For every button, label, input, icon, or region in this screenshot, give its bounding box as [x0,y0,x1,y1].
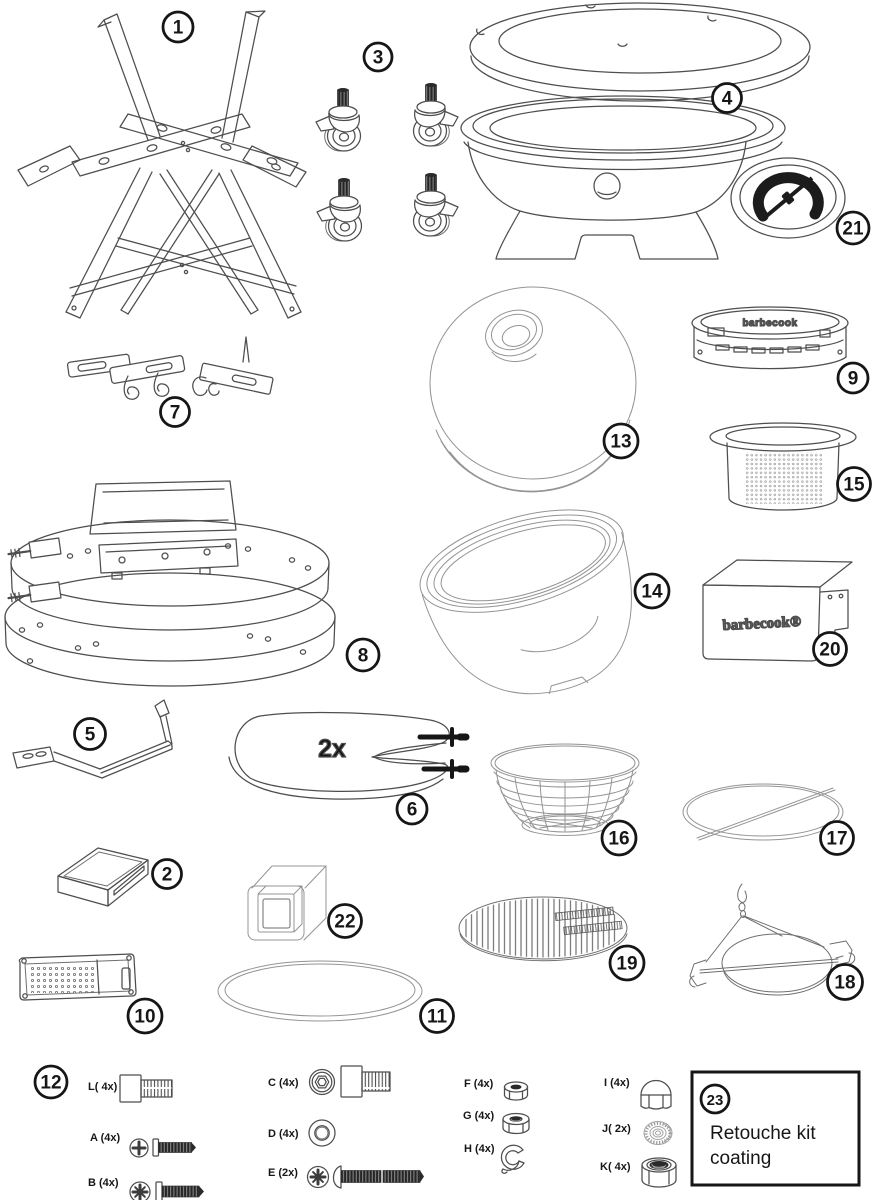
bolt-E-icon [306,1165,424,1189]
nut-G-icon [502,1112,530,1135]
flange-nut-J-icon [643,1121,673,1145]
retouche-kit-line2: coating [710,1148,771,1169]
hardware-legend: L( 4x) A (4x) B (4x) C (4x) D (4x) [88,1065,677,1200]
part-8-band-drawing [4,480,336,687]
part-16-basket-drawing [490,743,640,836]
part-10-label: 10 [126,997,164,1035]
part-13-dome-lid-drawing [429,286,637,493]
part-20-box-drawing: barbecook® [702,559,853,662]
part-number: 11 [427,1007,448,1028]
hardware-label-H: H (4x) [464,1143,495,1155]
part-7-label: 7 [159,396,191,428]
part-number: 7 [170,403,181,424]
hardware-label-F: F (4x) [464,1078,494,1090]
part-number: 8 [358,646,369,667]
hardware-label-A: A (4x) [90,1132,120,1144]
part-19-label: 19 [608,944,646,982]
part-6-shelf-drawing: 2x [228,711,470,800]
part-18-label: 18 [826,963,864,1001]
part-2-drawer-drawing [57,847,149,907]
shelf-quantity-text: 2x [318,735,346,763]
part-3-casters-drawing [315,82,459,242]
box-brand-text: barbecook® [722,614,801,634]
hardware-label-J: J( 2x) [602,1123,631,1135]
part-number: 4 [722,89,733,110]
part-number: 18 [834,973,855,994]
part-number: 23 [707,1092,724,1109]
part-number: 17 [826,829,847,850]
part-13-label: 13 [602,422,640,460]
lock-washer-H-icon [500,1144,525,1174]
part-2-label: 2 [151,858,183,890]
retouche-kit-line1: Retouche kit [710,1123,816,1144]
hardware-label-E: E (2x) [268,1167,298,1179]
washer-D-icon [308,1119,336,1147]
hardware-label-L: L( 4x) [88,1081,118,1093]
nut-F-icon [503,1081,529,1101]
part-number: 12 [40,1073,61,1094]
part-22-sleeve-drawing [247,865,327,941]
part-1-stand-drawing [17,10,307,319]
part-5-bracket-drawing [12,699,173,779]
part-11-label: 11 [419,998,455,1034]
part-14-bowl-drawing [419,509,632,695]
bolt-L-icon [119,1074,173,1103]
part-17-plate-drawing [682,783,844,841]
part-18-hanger-drawing [689,883,856,996]
part-20-label: 20 [812,631,848,667]
part-12-label: 12 [33,1064,69,1100]
part-21-label: 21 [835,210,871,246]
part-17-label: 17 [819,820,855,856]
part-number: 9 [848,369,859,390]
part-3-label: 3 [362,41,394,73]
part-number: 10 [134,1007,155,1028]
hardware-label-C: C (4x) [268,1077,299,1089]
nut-K-icon [641,1157,677,1188]
part-23-retouche-kit: 23 Retouche kit coating [690,1070,861,1187]
part-10-slider-drawing [18,953,137,1001]
part-number: 5 [85,725,96,746]
part-4-base-drawing [460,2,811,260]
part-15-label: 15 [836,466,872,502]
part-number: 14 [641,582,663,603]
hardware-label-B: B (4x) [88,1177,119,1189]
part-22-label: 22 [327,903,363,939]
part-number: 3 [373,48,384,69]
part-4-label: 4 [711,82,743,114]
part-15-mesh-insert-drawing [709,422,857,511]
cap-nut-I-icon [640,1079,672,1110]
part-9-vent-drawing: barbecook [691,306,849,370]
part-19-grid-drawing [458,896,628,962]
part-14-label: 14 [633,572,671,610]
part-number: 13 [610,432,631,453]
part-16-label: 16 [600,819,638,857]
vent-brand-text: barbecook [742,318,797,329]
part-number: 20 [819,640,840,661]
part-7-brackets-drawing [66,336,274,400]
screw-B-icon [129,1181,204,1200]
part-number: 2 [162,865,173,886]
part-number: 16 [608,829,629,850]
part-9-label: 9 [836,361,870,395]
part-number: 15 [843,475,865,496]
part-5-label: 5 [73,717,107,751]
part-number: 6 [407,800,418,821]
part-6-label: 6 [395,792,429,826]
part-11-gasket-drawing [217,960,423,1022]
part-number: 21 [842,219,864,240]
bolt-C-icon [308,1065,391,1098]
part-number: 19 [616,954,637,975]
part-21-thermometer-drawing [730,157,846,239]
part-1-label: 1 [161,10,195,44]
hardware-label-D: D (4x) [268,1128,299,1140]
hardware-label-I: I (4x) [604,1077,630,1089]
hardware-label-K: K( 4x) [600,1161,631,1173]
part-8-label: 8 [345,637,381,673]
hardware-label-G: G (4x) [463,1110,495,1122]
screw-A-icon [129,1138,196,1158]
part-number: 22 [334,912,355,933]
part-number: 1 [173,18,184,39]
